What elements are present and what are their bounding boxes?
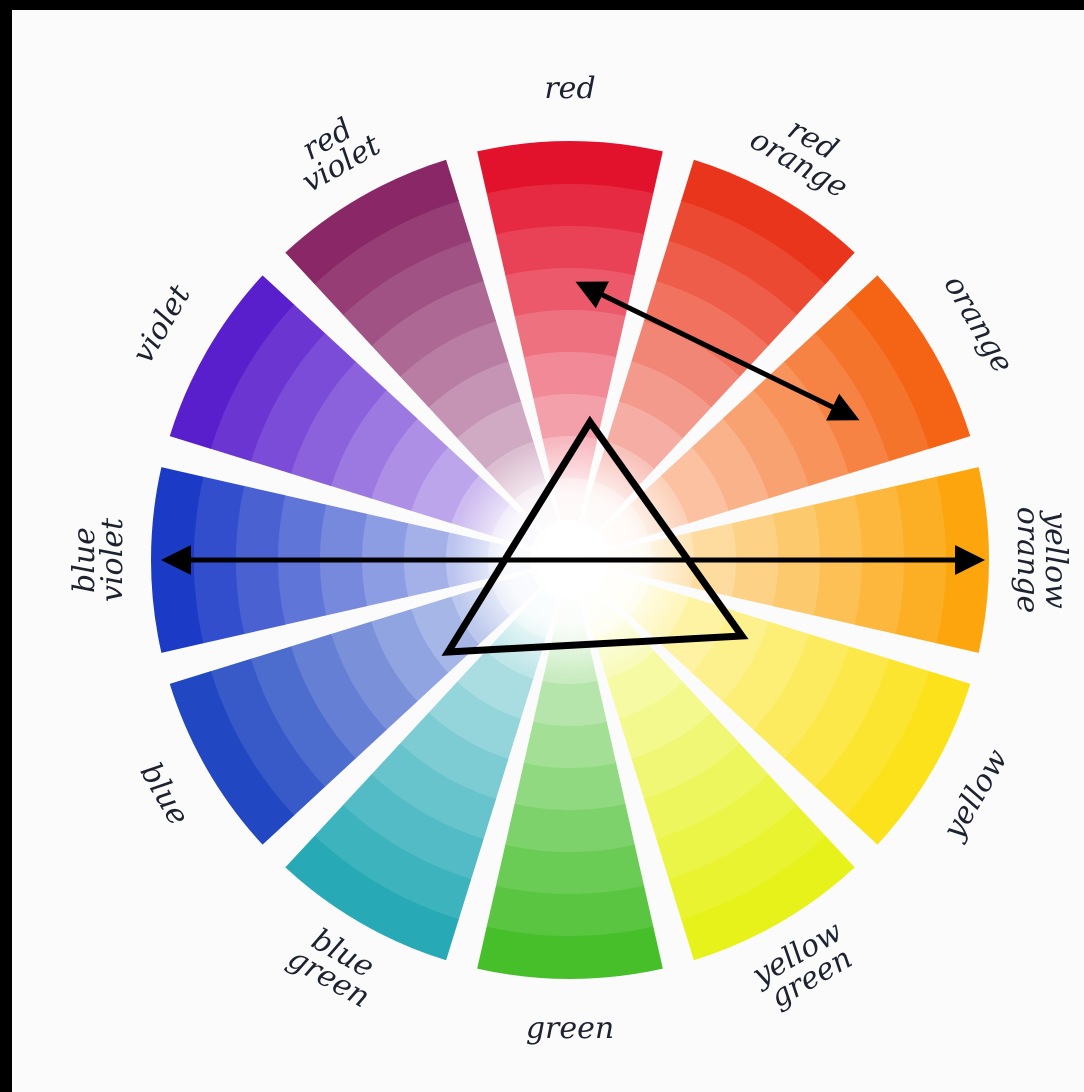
wedge-band <box>496 845 644 895</box>
wedge-band <box>505 267 635 316</box>
wedge-band <box>505 804 635 853</box>
label-line: orange <box>1010 507 1045 614</box>
label-green: green <box>526 1011 614 1046</box>
wedge-band <box>496 225 644 275</box>
label-line: violet <box>95 517 130 602</box>
label-yellow-orange: yelloworange <box>1010 507 1073 614</box>
wedge-band <box>524 351 617 398</box>
label-blue-violet: blueviolet <box>67 517 130 602</box>
label-red: red <box>544 71 595 106</box>
wedge-band <box>524 722 617 769</box>
wedge-band <box>514 763 625 811</box>
wedge-band <box>514 309 625 357</box>
wedge-band <box>533 681 607 727</box>
label-line: red <box>544 71 595 106</box>
label-line: green <box>526 1011 614 1046</box>
